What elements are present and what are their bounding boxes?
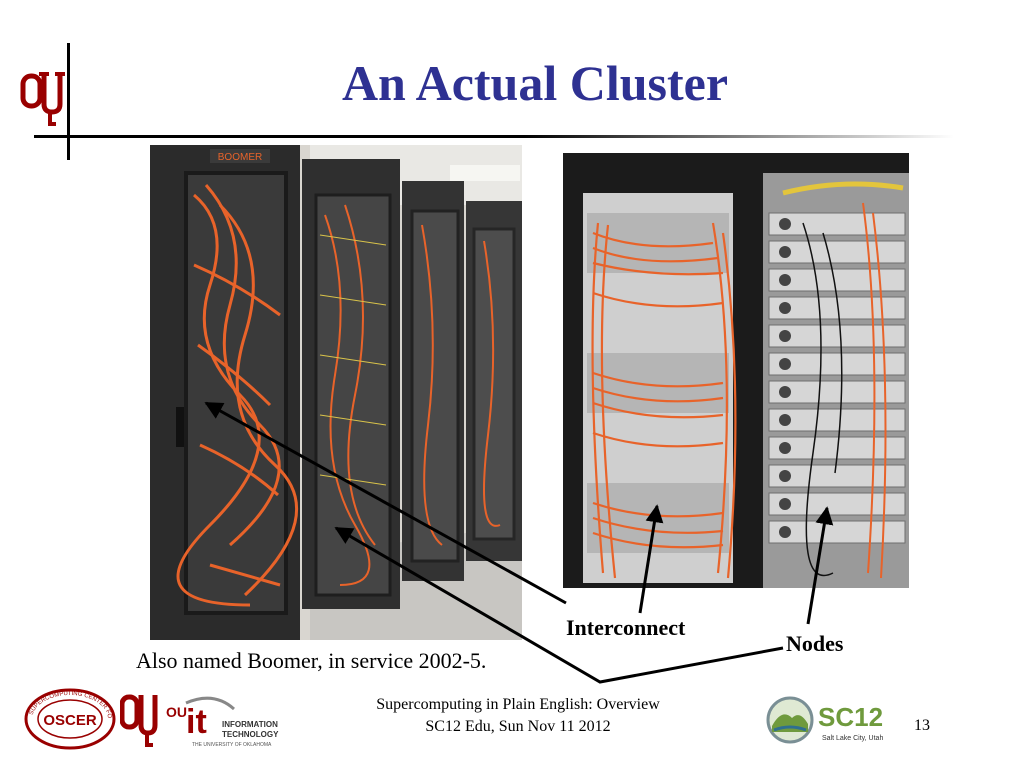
ou-logo <box>20 72 65 126</box>
photo-server-racks: BOOMER <box>150 145 522 640</box>
information-technology-logo: OU it INFORMATION TECHNOLOGY THE UNIVERS… <box>166 696 279 748</box>
sc12-city: Salt Lake City, Utah <box>822 735 883 742</box>
ou-logo-footer <box>120 694 158 747</box>
slide-title: An Actual Cluster <box>341 55 729 111</box>
footer-line-1: Supercomputing in Plain English: Overvie… <box>376 696 660 713</box>
photo-interconnect-and-nodes <box>563 153 909 588</box>
vertical-rule <box>67 43 70 160</box>
sc12-mark: SC12 <box>818 702 883 732</box>
horizontal-rule <box>34 135 524 138</box>
it-logo-line1: INFORMATION <box>222 720 278 729</box>
it-logo-ou-letters: OU <box>166 704 187 720</box>
horizontal-rule-fade <box>524 135 954 138</box>
page-number: 13 <box>914 717 930 734</box>
oscer-logo: SUPERCOMPUTING CENTER FOR EDUCATION & RE… <box>24 688 116 750</box>
footer-line-2: SC12 Edu, Sun Nov 11 2012 <box>425 718 611 735</box>
it-logo-line2: TECHNOLOGY <box>222 730 279 739</box>
oscer-center-text: OSCER <box>43 712 97 729</box>
it-logo-line3: THE UNIVERSITY OF OKLAHOMA <box>192 742 272 748</box>
photo-caption: Also named Boomer, in service 2002-5. <box>136 648 487 673</box>
slide-footer: Supercomputing in Plain English: Overvie… <box>318 694 718 738</box>
label-interconnect: Interconnect <box>566 615 686 640</box>
label-nodes: Nodes <box>786 631 844 656</box>
it-logo-mark: it <box>186 703 207 741</box>
rack-sign-boomer: BOOMER <box>218 152 262 163</box>
sc12-logo: SC12 Salt Lake City, Utah <box>766 696 883 744</box>
